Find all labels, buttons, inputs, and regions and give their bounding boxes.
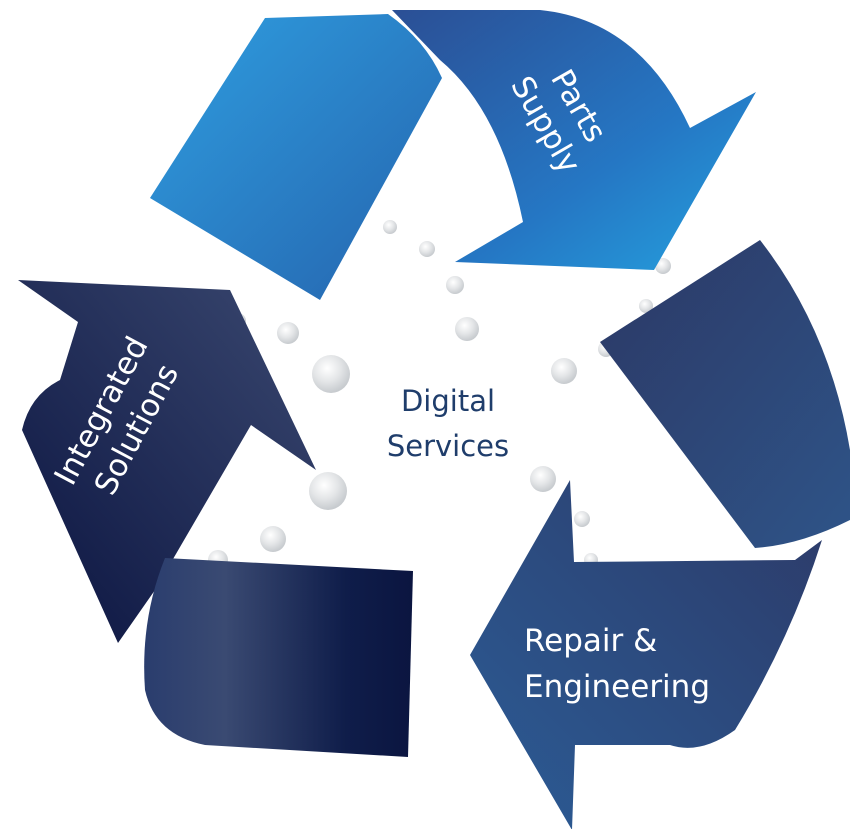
bubble <box>530 466 556 492</box>
bubble <box>260 526 286 552</box>
bubble <box>455 317 479 341</box>
bubble <box>446 276 464 294</box>
bubble <box>383 220 397 234</box>
bubble <box>312 355 350 393</box>
bubble <box>574 511 590 527</box>
bubble <box>551 358 577 384</box>
center-label-line1: Digital <box>401 384 495 418</box>
integrated-solutions-arrow <box>18 280 316 643</box>
repair-engineering-label-line1: Repair & <box>524 623 657 659</box>
bubble <box>309 472 347 510</box>
repair-engineering-label-line2: Engineering <box>524 669 710 705</box>
right-block <box>600 240 850 548</box>
bubble <box>277 322 299 344</box>
bubble <box>639 299 653 313</box>
center-label-line2: Services <box>387 429 509 463</box>
bubble <box>419 241 435 257</box>
bubble <box>655 258 671 274</box>
repair-engineering-arrow <box>470 480 822 829</box>
bottom-left-block <box>144 558 413 757</box>
parts-supply-arrow <box>392 10 756 270</box>
top-left-block <box>150 14 442 300</box>
